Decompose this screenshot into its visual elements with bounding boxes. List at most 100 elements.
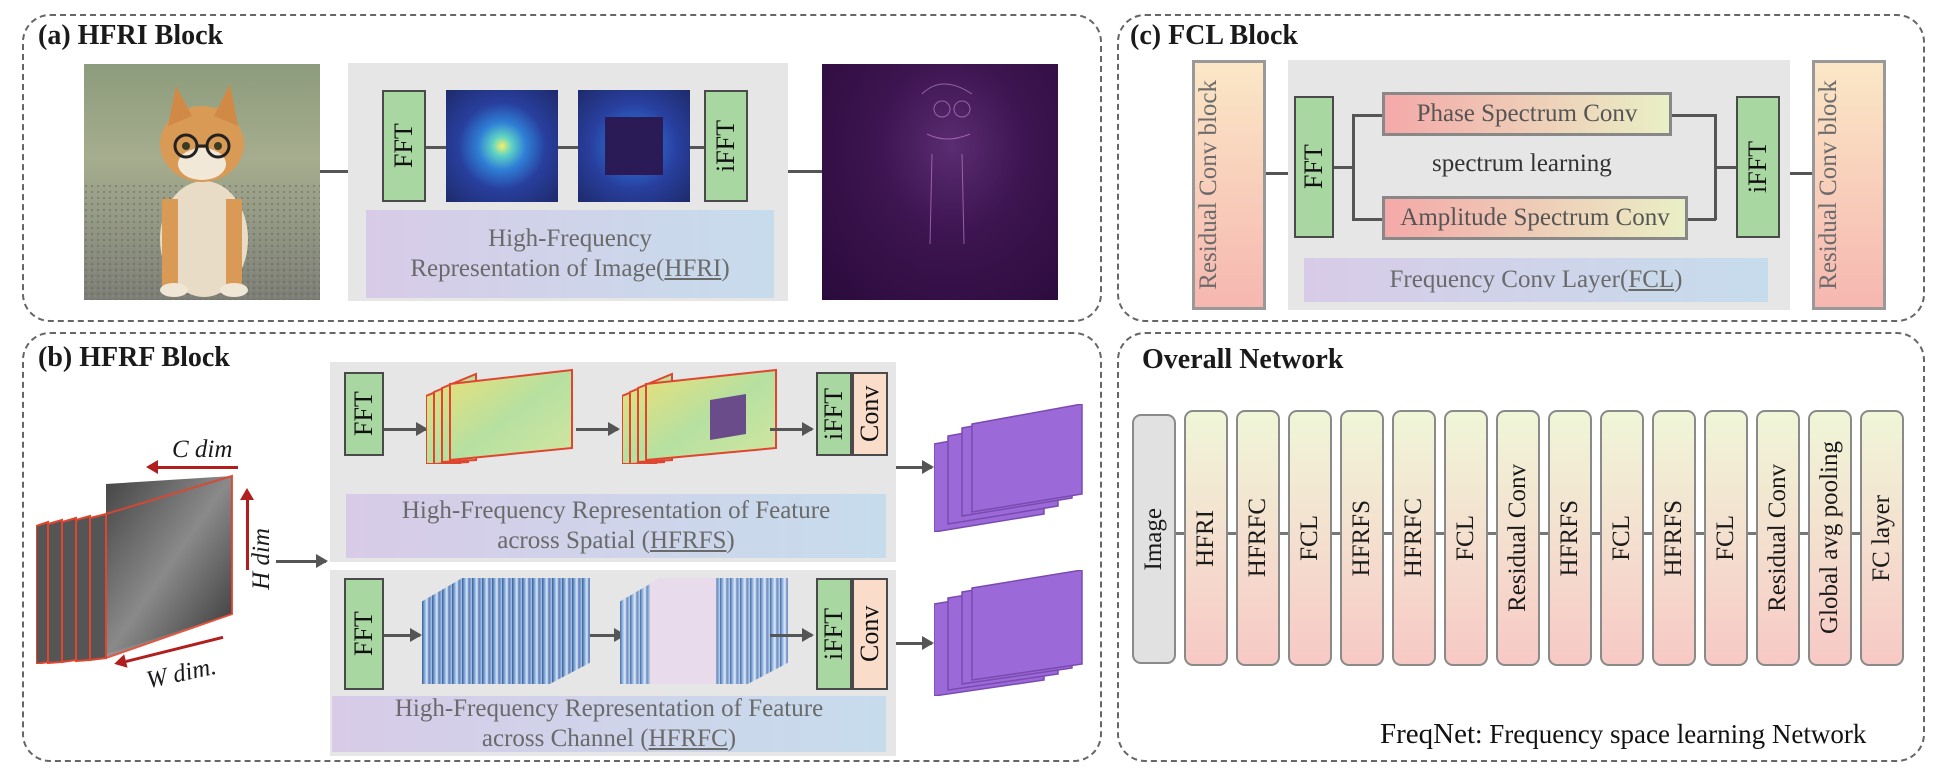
network-block-label: Residual Conv	[1764, 464, 1791, 612]
connector-line	[1352, 114, 1355, 220]
fcl-ifft-box: iFFT	[1736, 96, 1780, 238]
freqnet-name: FreqNet	[1380, 718, 1476, 750]
h-dim-arrow	[240, 488, 254, 570]
arrow	[770, 422, 814, 436]
network-block-label: FCL	[1452, 515, 1479, 561]
network-block: FCL	[1704, 410, 1748, 666]
arrow	[896, 636, 934, 650]
h-dim-label: H dim	[248, 528, 275, 590]
arrow	[896, 460, 934, 474]
connector-line	[1352, 114, 1382, 117]
channel-fft-box: FFT	[344, 578, 384, 690]
connector-line	[426, 146, 446, 149]
network-block: FC layer	[1860, 410, 1904, 666]
network-block-label: HFRFS	[1348, 499, 1375, 577]
connector-line	[1688, 218, 1716, 221]
fcl-abbr: FCL	[1628, 266, 1675, 293]
network-block-label: HFRI	[1192, 509, 1219, 567]
connector-line	[690, 146, 704, 149]
c-dim-label: C dim	[172, 436, 233, 463]
network-footer: FreqNet: Frequency space learning Networ…	[1380, 718, 1867, 750]
c-dim-arrow	[146, 460, 238, 474]
network-block-label: FCL	[1296, 515, 1323, 561]
panel-hfrf-title: (b) HFRF Block	[38, 342, 230, 373]
network-block: FCL	[1600, 410, 1644, 666]
hfri-caption-suffix: )	[721, 255, 730, 282]
channel-ifft-box: iFFT	[816, 578, 852, 690]
ifft-box: iFFT	[704, 90, 748, 202]
hfrfs-abbr: HFRFS	[649, 527, 727, 554]
arrow	[770, 628, 814, 642]
network-block: HFRFS	[1548, 410, 1592, 666]
connector-line	[558, 146, 578, 149]
spatial-ifft-box: iFFT	[816, 372, 852, 456]
panel-hfrf	[22, 332, 1102, 762]
connector-line	[788, 170, 822, 173]
connector-line	[1334, 166, 1354, 169]
network-block: FCL	[1444, 410, 1488, 666]
hfri-output-image	[822, 64, 1058, 300]
network-block: HFRFS	[1340, 410, 1384, 666]
channel-conv-box: Conv	[852, 578, 888, 690]
spatial-fft-box: FFT	[344, 372, 384, 456]
spatial-fft-stack	[425, 368, 574, 466]
fft-spectrum-image	[446, 90, 558, 202]
network-block: FCL	[1288, 410, 1332, 666]
spatial-conv-box: Conv	[852, 372, 888, 456]
network-block: Residual Conv	[1496, 410, 1540, 666]
arrow	[384, 422, 428, 436]
network-block: HFRFS	[1652, 410, 1696, 666]
connector-line	[1714, 166, 1738, 169]
network-block-label: HFRFC	[1400, 498, 1427, 578]
amplitude-spectrum-conv: Amplitude Spectrum Conv	[1382, 196, 1688, 240]
network-block: HFRFC	[1236, 410, 1280, 666]
spectrum-learning-label: spectrum learning	[1432, 150, 1612, 177]
network-block-label: FC layer	[1868, 494, 1895, 582]
fft-box: FFT	[382, 90, 426, 202]
cat-image	[84, 64, 320, 300]
panel-network	[1117, 332, 1925, 762]
hfrfc-abbr: HFRFC	[648, 725, 728, 752]
network-block-label: Image	[1140, 507, 1167, 571]
hfri-caption-prefix: Representation of Image(	[410, 255, 665, 282]
feature-map-stack	[35, 474, 236, 666]
hfrfs-caption: High-Frequency Representation of Feature…	[346, 494, 886, 558]
network-block-label: Global avg pooling	[1816, 441, 1843, 635]
network-block: HFRFC	[1392, 410, 1436, 666]
network-block-label: HFRFS	[1660, 499, 1687, 577]
hfri-caption-line1: High-Frequency	[488, 225, 652, 252]
hfri-caption: High-Frequency Representation of Image(H…	[366, 210, 774, 298]
panel-fcl	[1117, 14, 1925, 322]
spatial-masked-stack	[621, 368, 778, 466]
connector-line	[1672, 114, 1716, 117]
connector-line	[1352, 218, 1382, 221]
network-block: HFRI	[1184, 410, 1228, 666]
phase-spectrum-conv: Phase Spectrum Conv	[1382, 92, 1672, 136]
network-block-label: HFRFS	[1556, 499, 1583, 577]
arrow	[590, 628, 626, 642]
channel-masked-stack	[620, 578, 788, 684]
residual-conv-block-left: Residual Conv block	[1192, 60, 1266, 310]
fcl-fft-box: FFT	[1294, 96, 1334, 238]
network-block-label: FCL	[1712, 515, 1739, 561]
network-block-label: Residual Conv	[1504, 464, 1531, 612]
panel-network-title: Overall Network	[1142, 344, 1344, 375]
network-block: Residual Conv	[1756, 410, 1800, 666]
network-block-label: FCL	[1608, 515, 1635, 561]
connector-line	[1790, 172, 1812, 175]
panel-hfri	[22, 14, 1102, 322]
fcl-caption: Frequency Conv Layer(FCL)	[1304, 258, 1768, 302]
panel-fcl-title: (c) FCL Block	[1130, 20, 1298, 51]
network-block: Image	[1132, 414, 1176, 664]
panel-hfri-title: (a) HFRI Block	[38, 20, 224, 51]
connector-line	[320, 170, 348, 173]
network-block-label: HFRFC	[1244, 498, 1271, 578]
arrow	[384, 628, 422, 642]
masked-spectrum-image	[578, 90, 690, 202]
hfrfc-caption: High-Frequency Representation of Feature…	[332, 695, 886, 752]
residual-conv-block-right: Residual Conv block	[1812, 60, 1886, 310]
channel-output-stack	[933, 569, 1084, 697]
arrow-to-hfrf	[276, 554, 328, 568]
connector-line	[1266, 172, 1294, 175]
network-block: Global avg pooling	[1808, 410, 1852, 666]
